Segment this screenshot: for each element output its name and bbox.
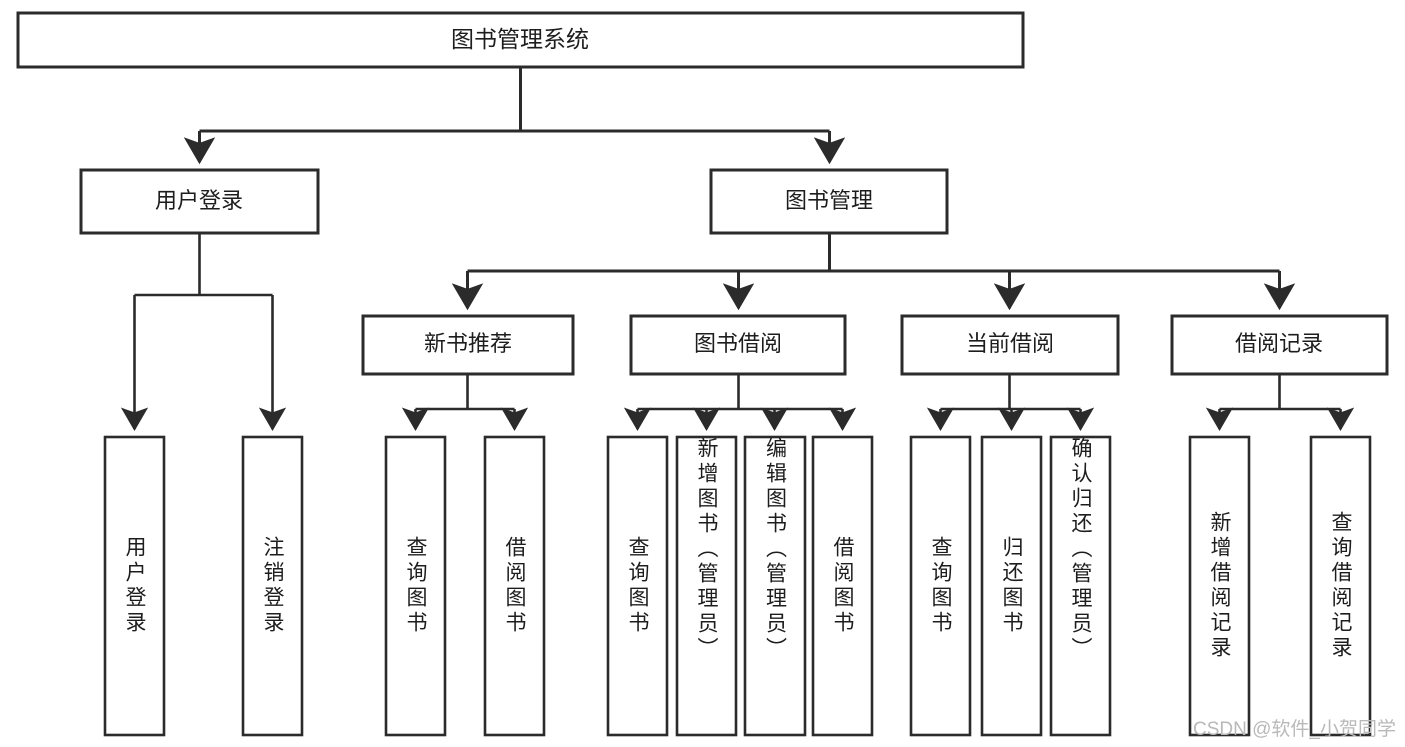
node-book-borrow-box[interactable] — [629, 314, 847, 376]
connector-group-borrow — [623, 374, 857, 431]
connector-group-root — [183, 67, 846, 165]
node-current-borrow-box[interactable] — [900, 314, 1120, 376]
node-user-login[interactable]: 用户登录 — [79, 168, 320, 235]
node-user-login-box[interactable] — [79, 168, 320, 235]
leaf-box-return-book[interactable] — [980, 435, 1043, 737]
node-book-borrow-label: 图书借阅 — [694, 331, 782, 356]
leaf-box-borrow-book-rec[interactable] — [483, 435, 546, 737]
leaf-box-query-borrow-record[interactable] — [1309, 435, 1372, 737]
node-current-borrow[interactable]: 当前借阅 — [900, 314, 1120, 376]
node-user-login-label: 用户登录 — [155, 188, 243, 213]
leaf-box-add-borrow-record[interactable] — [1188, 435, 1251, 737]
leaf-box-query-book-borrow[interactable] — [606, 435, 669, 737]
node-root-box[interactable] — [16, 11, 1025, 69]
node-book-mgmt-box[interactable] — [709, 168, 949, 235]
node-root-label: 图书管理系统 — [451, 26, 589, 52]
node-root[interactable]: 图书管理系统 — [16, 11, 1025, 69]
node-book-mgmt-label: 图书管理 — [785, 188, 873, 213]
connector-group-records — [1205, 374, 1355, 431]
node-borrow-records-box[interactable] — [1170, 314, 1389, 376]
node-book-mgmt[interactable]: 图书管理 — [709, 168, 949, 235]
leaf-box-confirm-return-admin[interactable] — [1049, 435, 1112, 737]
leaf-box-edit-book-admin[interactable] — [743, 435, 807, 737]
leaf-box-user-login[interactable] — [103, 435, 166, 737]
node-borrow-records-label: 借阅记录 — [1235, 331, 1323, 356]
leaf-box-query-book-current[interactable] — [909, 435, 972, 737]
connector-group-new-book — [401, 374, 529, 431]
node-current-borrow-label: 当前借阅 — [966, 331, 1054, 356]
connector-group-book-mgmt — [451, 233, 1296, 311]
leaf-box-query-book-rec[interactable] — [384, 435, 447, 737]
connector-group-current — [926, 374, 1095, 431]
connector-group-user-login — [120, 233, 287, 431]
node-borrow-records[interactable]: 借阅记录 — [1170, 314, 1389, 376]
leaf-box-borrow-book[interactable] — [811, 435, 874, 737]
leaf-box-add-book-admin[interactable] — [675, 435, 738, 737]
node-new-book-recommend-label: 新书推荐 — [424, 331, 512, 356]
leaf-box-logout[interactable] — [241, 435, 304, 737]
node-book-borrow[interactable]: 图书借阅 — [629, 314, 847, 376]
node-new-book-recommend[interactable]: 新书推荐 — [361, 314, 575, 376]
node-new-book-recommend-box[interactable] — [361, 314, 575, 376]
